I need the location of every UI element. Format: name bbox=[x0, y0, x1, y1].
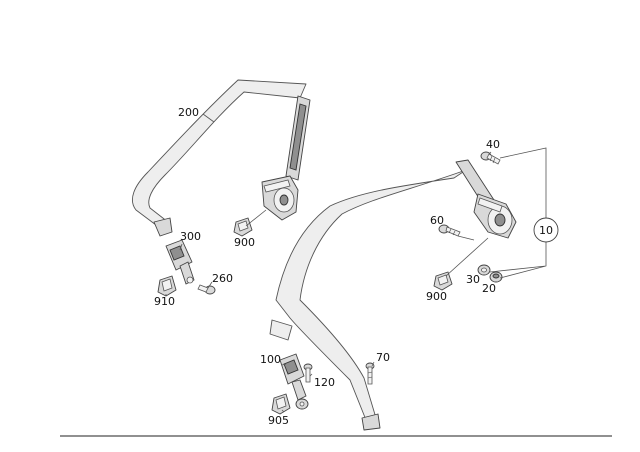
group-10-bracket bbox=[489, 147, 547, 279]
retractor-200 bbox=[261, 175, 299, 221]
bolt-260 bbox=[197, 284, 216, 295]
clip-900-right bbox=[433, 271, 453, 291]
callout-260: 260 bbox=[212, 272, 233, 285]
callout-20: 20 bbox=[482, 282, 496, 295]
callout-200: 200 bbox=[178, 106, 199, 119]
belt-webbing-right bbox=[275, 169, 467, 421]
belt-assembly-200 bbox=[132, 79, 311, 237]
clip-905 bbox=[271, 393, 291, 415]
leader-lines bbox=[165, 113, 547, 413]
bolt-120 bbox=[303, 363, 313, 383]
group-10-circle bbox=[533, 217, 559, 243]
guide-slot-200 bbox=[289, 103, 307, 171]
belt-fold-right bbox=[269, 319, 293, 341]
washer-20 bbox=[489, 271, 503, 283]
clip-910 bbox=[157, 275, 177, 297]
belt-assembly-right bbox=[269, 159, 517, 431]
bolt-60 bbox=[438, 224, 461, 237]
callout-60: 60 bbox=[430, 214, 444, 227]
callout-10: 10 bbox=[539, 224, 553, 237]
callout-300: 300 bbox=[180, 230, 201, 243]
callout-905: 905 bbox=[268, 414, 289, 427]
clip-900-left bbox=[233, 217, 253, 237]
bolt-40 bbox=[480, 151, 501, 165]
belt-anchor-200 bbox=[153, 217, 173, 237]
callout-910: 910 bbox=[154, 295, 175, 308]
callout-40: 40 bbox=[486, 138, 500, 151]
nut-30 bbox=[477, 264, 491, 276]
callout-900-left: 900 bbox=[234, 236, 255, 249]
callout-120: 120 bbox=[314, 376, 335, 389]
belt-webbing-200 bbox=[132, 79, 307, 229]
callout-900-right: 900 bbox=[426, 290, 447, 303]
retractor-right bbox=[473, 193, 517, 239]
callout-70: 70 bbox=[376, 351, 390, 364]
callout-100: 100 bbox=[260, 353, 281, 366]
bolt-70 bbox=[365, 362, 375, 385]
callout-30: 30 bbox=[466, 273, 480, 286]
belt-anchor-right bbox=[361, 413, 381, 431]
buckle-100 bbox=[279, 353, 309, 410]
